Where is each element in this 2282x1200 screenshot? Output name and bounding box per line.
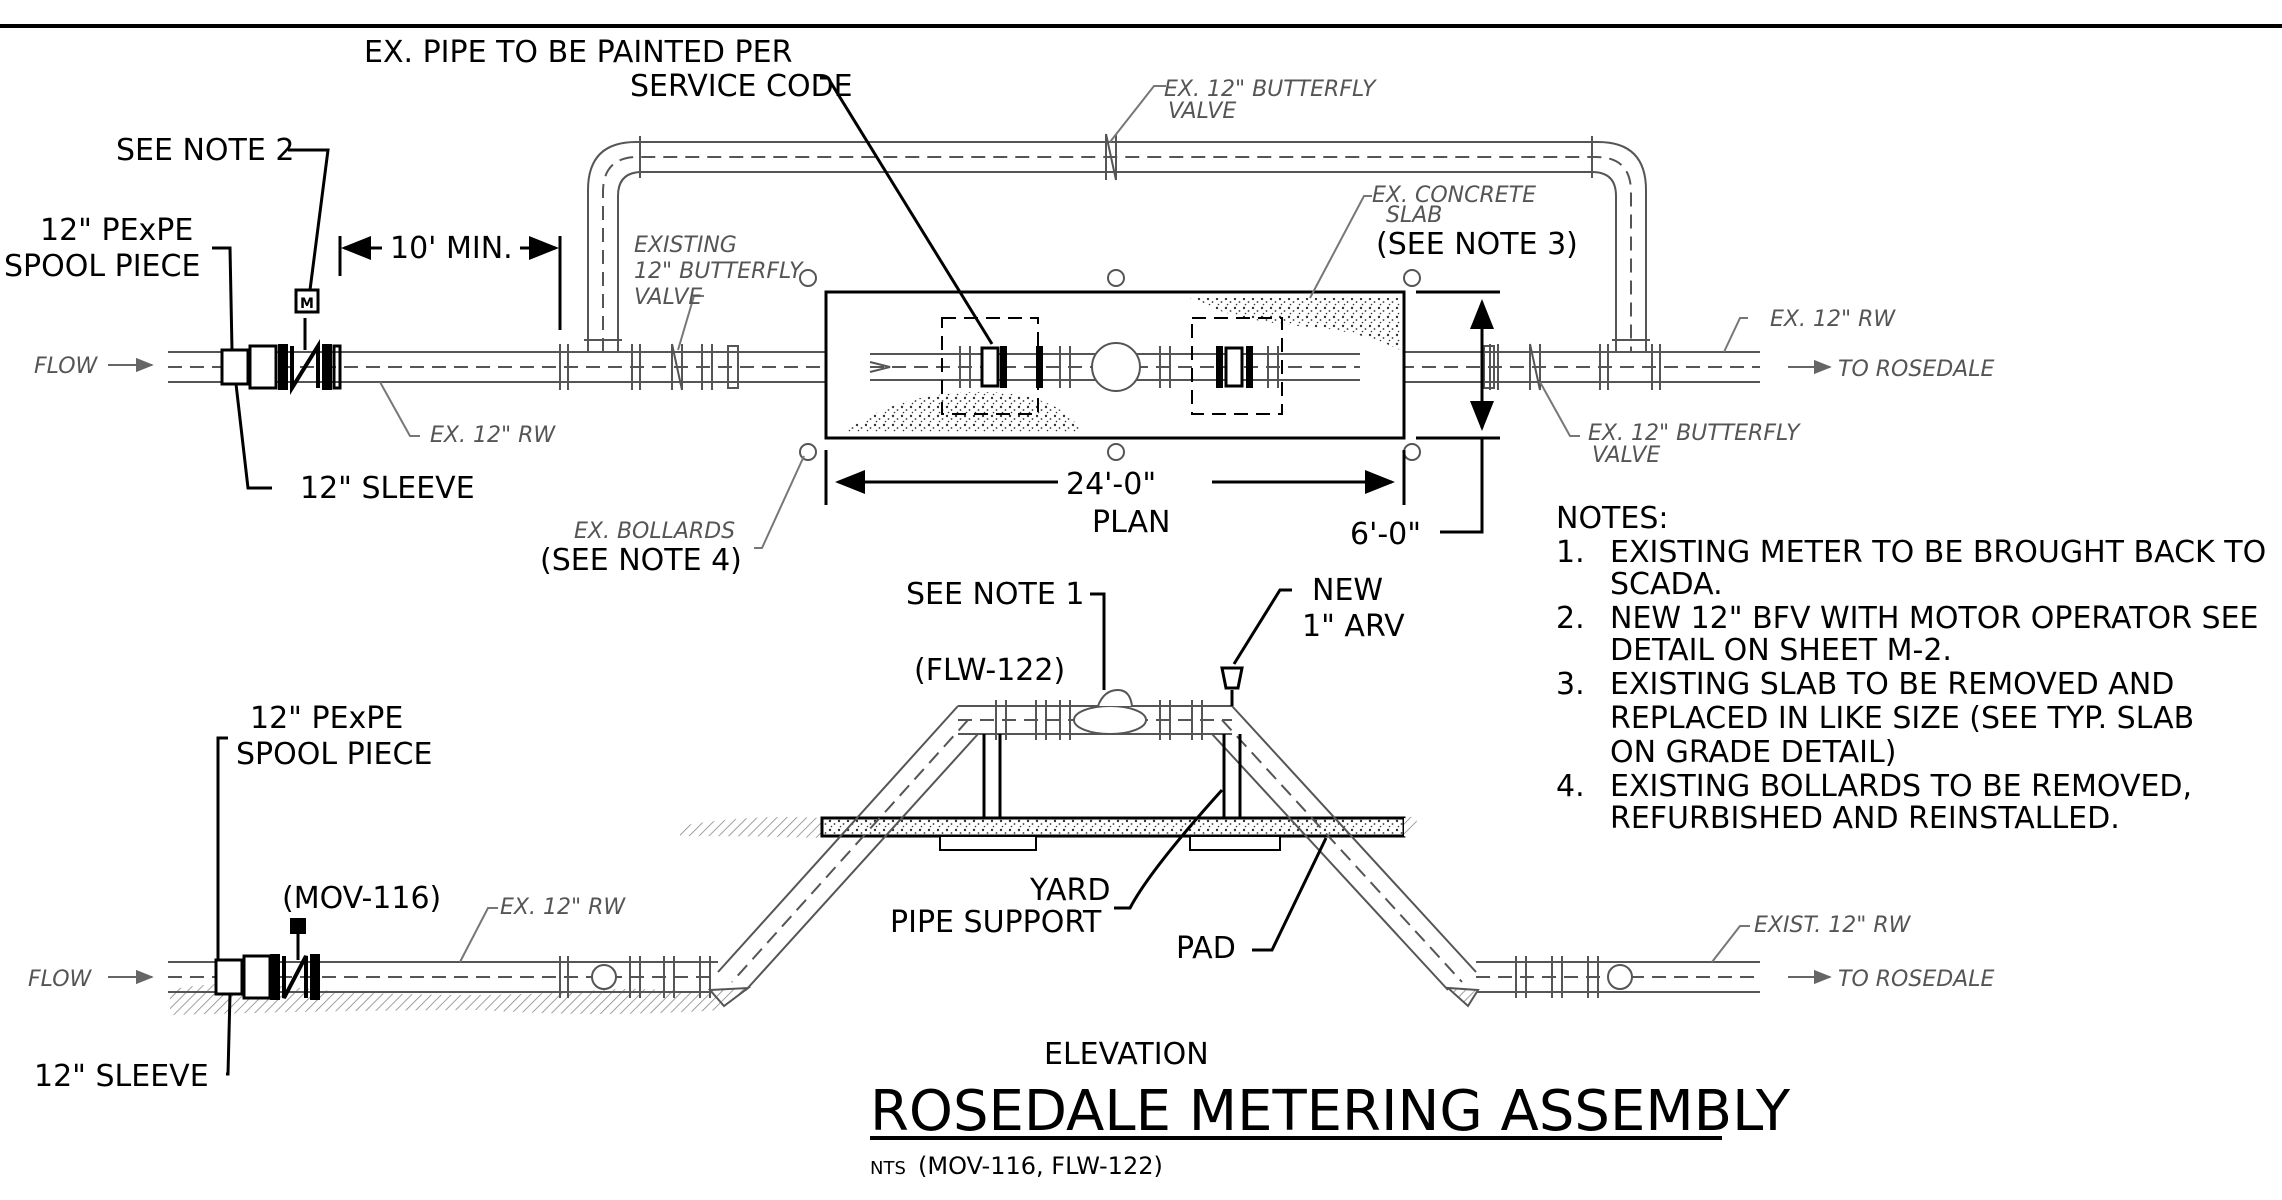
ex-pipe-painted-line1: EX. PIPE TO BE PAINTED PER: [364, 35, 792, 70]
new-arv-line2: 1" ARV: [1302, 609, 1405, 644]
yard-support-line1: YARD: [1029, 873, 1110, 908]
note-4-line1: EXISTING BOLLARDS TO BE REMOVED,: [1610, 769, 2192, 804]
note-1-line2: SCADA.: [1610, 567, 1723, 602]
sleeve-elevation: [214, 958, 244, 996]
painted-pipe-section: [980, 346, 1000, 388]
note-3-line1: EXISTING SLAB TO BE REMOVED AND: [1610, 667, 2174, 702]
see-note-4-label: (SEE NOTE 4): [540, 543, 742, 578]
ex-bfv-top-line2: VALVE: [1168, 99, 1236, 124]
flow-top-label: FLOW: [34, 354, 99, 379]
ex-slab-line2: SLAB: [1386, 203, 1442, 228]
note-3-line3: ON GRADE DETAIL): [1610, 735, 1896, 770]
plan-dimensions: [338, 236, 1500, 534]
note-4-line2: REFURBISHED AND REINSTALLED.: [1610, 801, 2120, 836]
note-4-number: 4.: [1556, 769, 1585, 804]
dimension-6ft: 6'-0": [1350, 517, 1421, 552]
italic-labels: EX. 12" BUTTERFLY VALVE EXISTING 12" BUT…: [28, 77, 1994, 992]
flow-bot-label: FLOW: [28, 967, 93, 992]
dimension-24ft: 24'-0": [1066, 467, 1156, 502]
elevation-leaders: [216, 588, 1750, 1076]
note-1-number: 1.: [1556, 535, 1585, 570]
plan-view-label: PLAN: [1092, 505, 1170, 540]
bollard-3: [1403, 269, 1421, 287]
note-3-line2: REPLACED IN LIKE SIZE (SEE TYP. SLAB: [1610, 701, 2194, 736]
note-2-number: 2.: [1556, 601, 1585, 636]
spool-piece-bot-line2: SPOOL PIECE: [236, 737, 432, 772]
drawing-title: ROSEDALE METERING ASSEMBLY: [870, 1079, 1791, 1144]
elevation-view: [168, 666, 1760, 1015]
plan-leaders: [212, 76, 1748, 549]
bollard-5: [1107, 443, 1125, 461]
pad-elevation: [820, 816, 1406, 838]
notes-heading: NOTES:: [1556, 501, 1669, 536]
see-note-3-label: (SEE NOTE 3): [1376, 227, 1578, 262]
note-2-line2: DETAIL ON SHEET M-2.: [1610, 633, 1952, 668]
to-rosedale-bot-label: TO ROSEDALE: [1838, 967, 1994, 992]
ex-rw-plan-left: EX. 12" RW: [430, 423, 556, 448]
motor-tag: M: [300, 296, 314, 312]
note-2-line1: NEW 12" BFV WITH MOTOR OPERATOR SEE: [1610, 601, 2259, 636]
spool-piece-bot-line1: 12" PExPE: [250, 701, 403, 736]
ex-bollards-label: EX. BOLLARDS: [574, 519, 735, 544]
ex-rw-elevation-label: EX. 12" RW: [500, 895, 626, 920]
ten-min-dimension: 10' MIN.: [390, 231, 513, 266]
bollard-2: [1107, 269, 1125, 287]
note-1-line1: EXISTING METER TO BE BROUGHT BACK TO: [1610, 535, 2266, 570]
ex-pipe-painted-line2: SERVICE CODE: [630, 69, 853, 104]
new-arv-line1: NEW: [1312, 573, 1383, 608]
ex-bfv-right-line1: EX. 12" BUTTERFLY: [1588, 421, 1801, 446]
flw-122-tag: (FLW-122): [914, 653, 1065, 688]
elevation-view-label: ELEVATION: [1044, 1037, 1209, 1072]
spool-piece-top-line2: SPOOL PIECE: [4, 249, 200, 284]
exist-rw-elevation-label: EXIST. 12" RW: [1754, 913, 1912, 938]
ex-bfv-top-line1: EX. 12" BUTTERFLY: [1164, 77, 1377, 102]
existing-bfv-line1: EXISTING: [634, 233, 737, 258]
existing-bfv-line3: VALVE: [634, 285, 702, 310]
motor-operator-box: [294, 288, 320, 314]
bollard-1: [799, 269, 817, 287]
see-note-1-label: SEE NOTE 1: [906, 577, 1084, 612]
nts-tags: (MOV-116, FLW-122): [918, 1152, 1163, 1180]
yard-support-line2: PIPE SUPPORT: [890, 905, 1102, 940]
sleeve-plan: [220, 348, 250, 386]
note-3-number: 3.: [1556, 667, 1585, 702]
bollard-6: [1403, 443, 1421, 461]
spool-piece-top-line1: 12" PExPE: [40, 213, 193, 248]
labels: SEE NOTE 2 12" PExPE SPOOL PIECE 12" SLE…: [4, 35, 1791, 1180]
ex-slab-line1: EX. CONCRETE: [1372, 183, 1536, 208]
nts-label: NTS: [870, 1158, 906, 1179]
mov-116-tag: (MOV-116): [282, 881, 441, 916]
see-note-2-label: SEE NOTE 2: [116, 133, 294, 168]
pad-label: PAD: [1176, 931, 1236, 966]
sleeve-bot-label: 12" SLEEVE: [34, 1059, 209, 1094]
notes-block: NOTES: 1. EXISTING METER TO BE BROUGHT B…: [1556, 501, 2266, 836]
sleeve-top-label: 12" SLEEVE: [300, 471, 475, 506]
ex-rw-plan-right: EX. 12" RW: [1770, 307, 1896, 332]
existing-bfv-line2: 12" BUTTERFLY: [634, 259, 804, 284]
ex-bfv-right-line2: VALVE: [1592, 443, 1660, 468]
to-rosedale-top-label: TO ROSEDALE: [1838, 357, 1994, 382]
